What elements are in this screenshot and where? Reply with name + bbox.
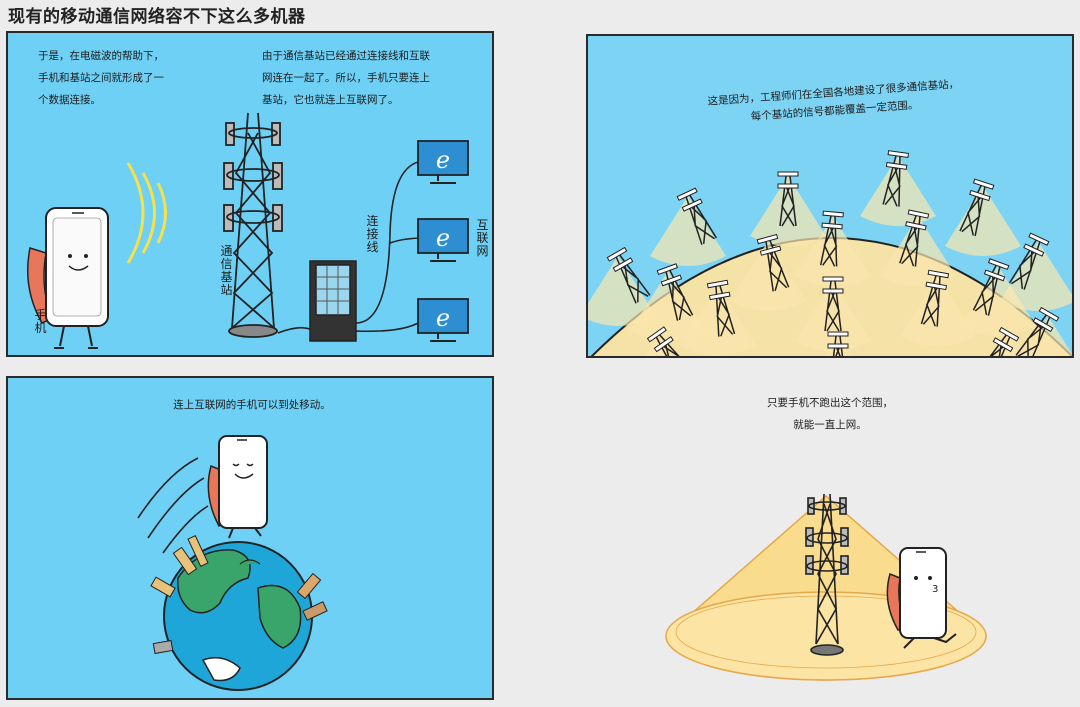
signal-beam — [750, 176, 826, 246]
cell-tower-icon — [822, 276, 844, 332]
globe-icon — [163, 541, 313, 691]
panel1-caption-right: 由于通信基站已经通过连接线和互联 网连在一起了。所以，手机只要连上 基站，它也就… — [262, 50, 430, 106]
signal-beam — [1000, 241, 1072, 311]
signal-beam — [795, 281, 871, 351]
signal-beam — [960, 266, 1036, 336]
panel2-illustration — [588, 150, 1072, 356]
signal-beam — [945, 186, 1021, 256]
cell-tower-icon — [756, 233, 790, 292]
signal-beam — [588, 256, 656, 326]
label-station: 通信基站 — [220, 244, 233, 297]
cell-tower-icon — [882, 150, 910, 207]
cell-tower-icon — [959, 178, 995, 237]
cell-tower-icon — [975, 326, 1020, 356]
signal-beam — [880, 216, 956, 286]
cell-tower-icon — [805, 493, 849, 656]
svg-text:3: 3 — [932, 584, 938, 595]
label-internet: 互联网 — [476, 218, 489, 258]
cell-tower-icon — [1015, 306, 1060, 356]
svg-text:e: e — [436, 304, 450, 332]
svg-text:e: e — [436, 146, 450, 174]
panel-phone-globe: 连上互联网的手机可以到处移动。 — [6, 376, 494, 700]
cell-tower-icon — [646, 326, 694, 356]
panel1-caption-left: 于是，在电磁波的帮助下， 手机和基站之间就形成了一 个数据连接。 — [38, 50, 164, 106]
cell-tower-icon — [920, 269, 950, 327]
panel3-caption: 连上互联网的手机可以到处移动。 — [173, 399, 331, 411]
panel-coverage-map: 这是因为，工程师们在全国各地建设了很多通信基站， 每个基站的信号都能覆盖一定范围… — [586, 34, 1074, 358]
cell-tower-icon — [606, 246, 651, 304]
panel4-caption: 只要手机不跑出这个范围， 就能一直上网。 — [767, 397, 893, 431]
panel3-illustration — [137, 435, 328, 691]
internet-monitor-icon: e — [417, 298, 469, 342]
cell-tower-icon — [223, 112, 283, 338]
signal-waves-icon — [126, 162, 167, 264]
svg-text:e: e — [436, 224, 450, 252]
phone-character — [207, 435, 268, 539]
panel1-illustration: e e e — [27, 112, 469, 349]
label-wire: 连接线 — [366, 214, 379, 254]
panel-coverage-cone: 3 只要手机不跑出这个范围， 就能一直上网。 — [586, 376, 1074, 700]
signal-beam — [650, 196, 726, 266]
cell-tower-icon — [676, 187, 718, 245]
phone-character: 3 — [886, 547, 957, 649]
city-buildings — [150, 535, 328, 655]
internet-monitor-icon: e — [417, 140, 469, 184]
cell-tower-icon — [827, 331, 849, 356]
label-phone: 手机 — [34, 308, 47, 335]
server-building-icon — [309, 260, 357, 342]
cell-tower-icon — [777, 171, 799, 227]
cell-tower-icon — [656, 263, 694, 321]
signal-beam — [860, 156, 936, 226]
phone-character — [27, 207, 109, 349]
motion-lines — [137, 457, 209, 554]
cell-tower-icon — [899, 209, 930, 267]
signal-beam — [730, 241, 806, 311]
panel-phone-station-internet: e e e 于是，在电磁波的帮助下， 手机和基站之间就形成了一 个数据连接。 由… — [6, 31, 494, 357]
cell-tower-icon — [972, 258, 1010, 316]
panel4-illustration: 3 — [665, 493, 987, 681]
internet-monitor-icon: e — [417, 218, 469, 262]
page-title: 现有的移动通信网络容不下这么多机器 — [8, 7, 306, 27]
cell-tower-icon — [819, 210, 844, 267]
cell-tower-icon — [1008, 232, 1050, 290]
cell-tower-icon — [706, 279, 736, 337]
signal-beam — [630, 271, 706, 341]
